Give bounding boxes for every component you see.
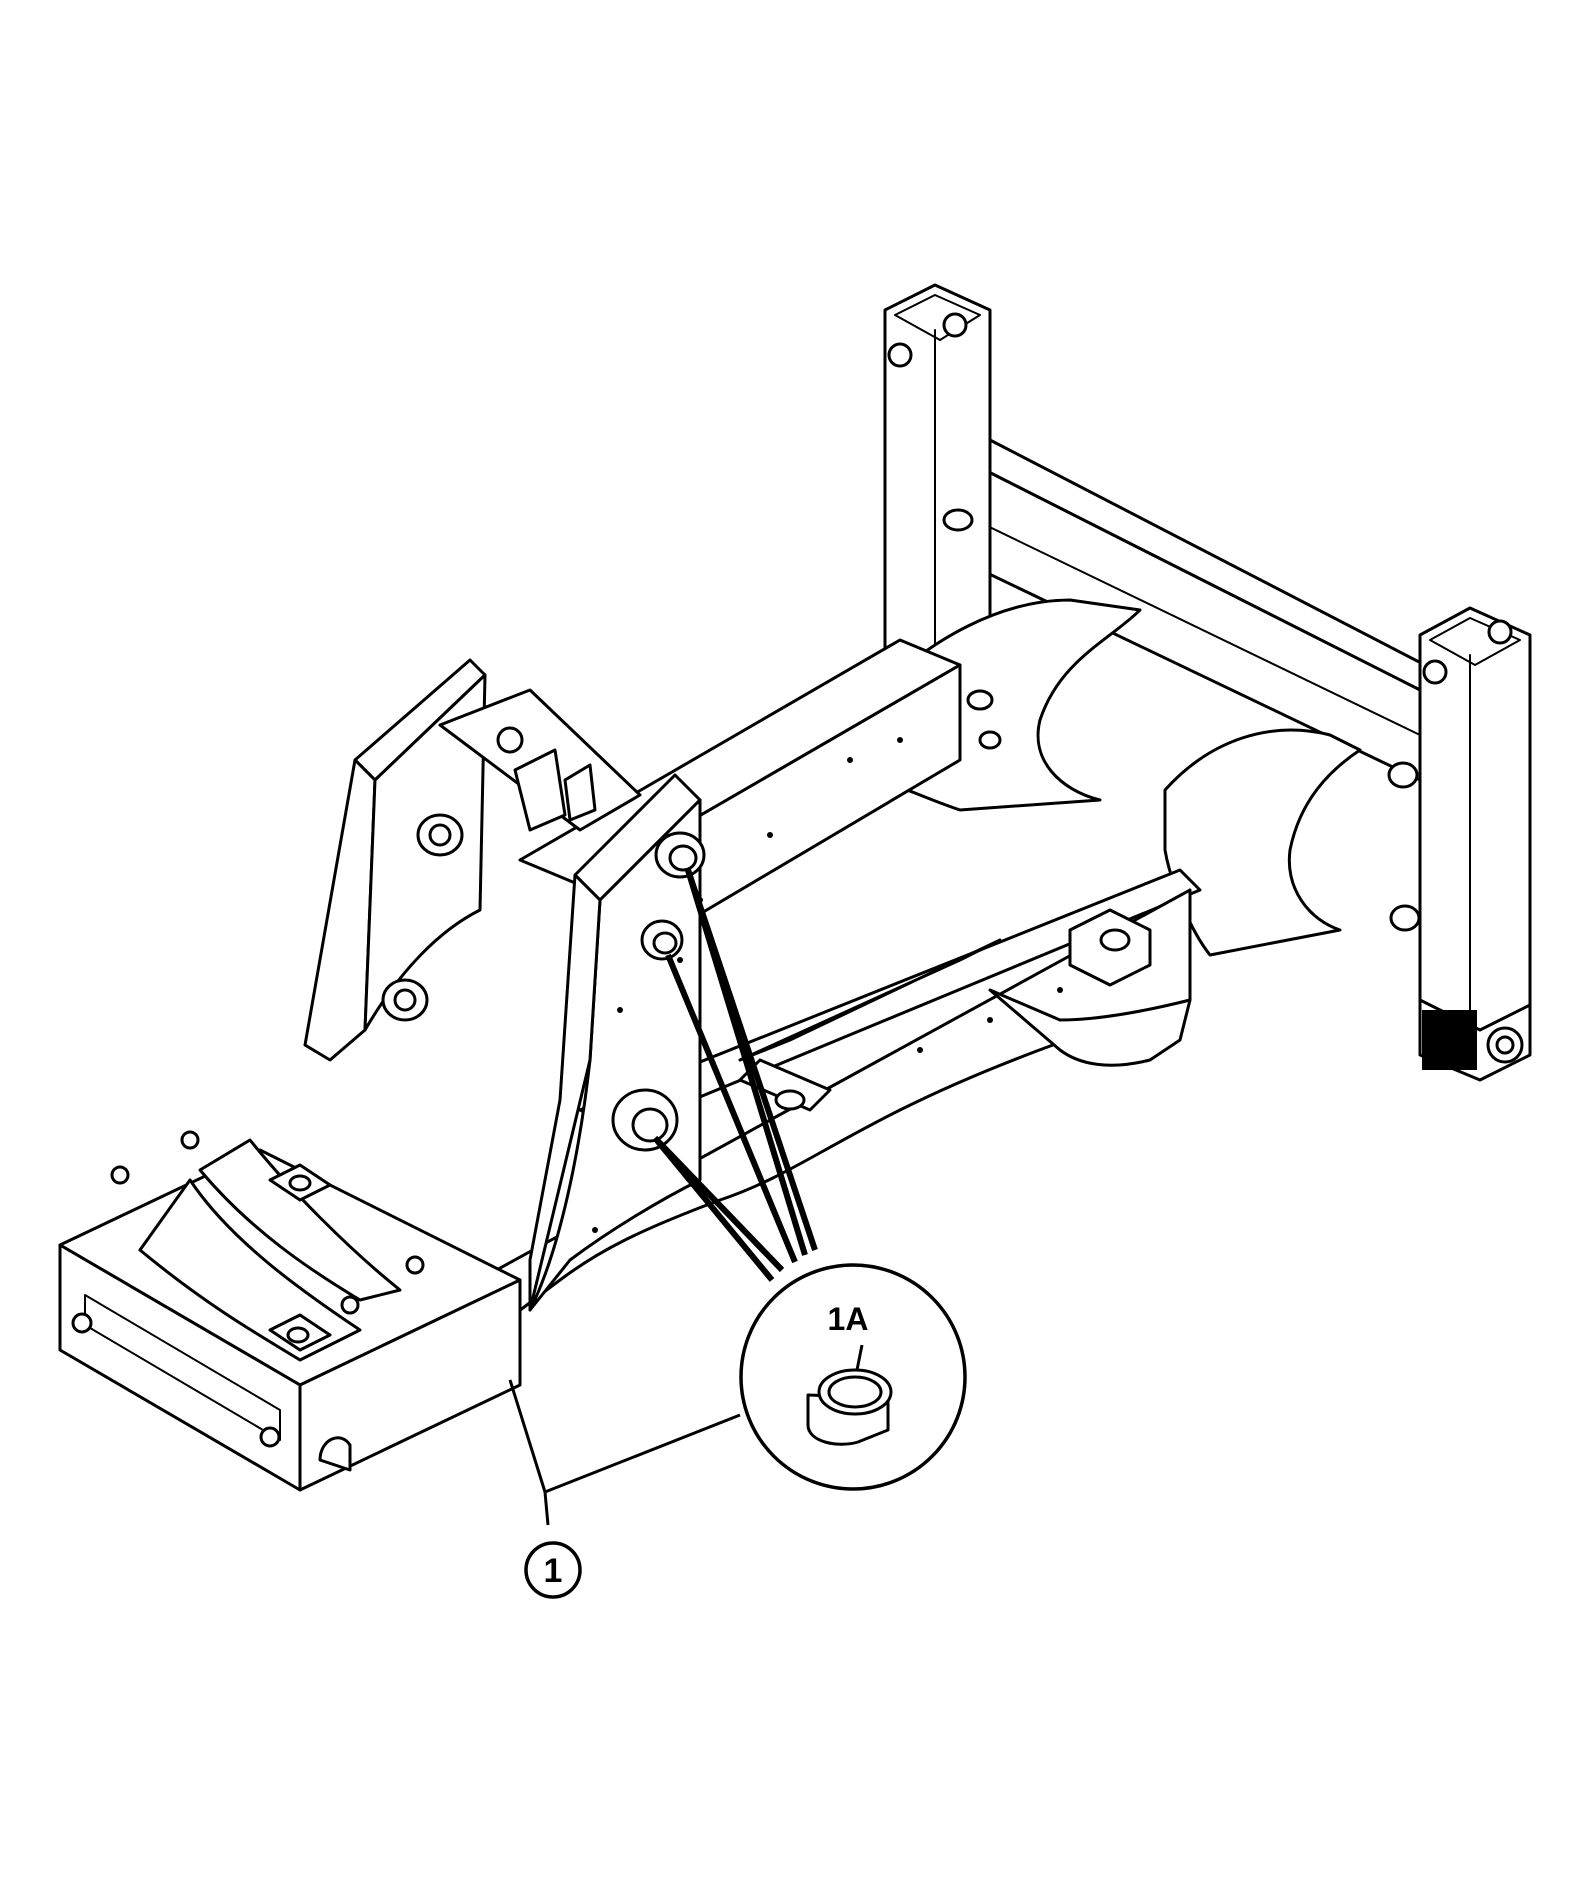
detail-label: 1A xyxy=(828,1301,869,1337)
callout-leaders xyxy=(508,869,818,1526)
main-part-callout: 1 xyxy=(524,1541,582,1599)
rear-upright-frame xyxy=(883,283,1532,1082)
front-loader-end xyxy=(58,658,642,1492)
main-part-label: 1 xyxy=(544,1552,563,1590)
boom-tower xyxy=(528,773,706,1312)
bushing-bore-middle xyxy=(640,919,684,961)
center-cross-member xyxy=(738,908,1192,1112)
bushing-bore-lower xyxy=(611,1088,679,1152)
bushing-bore-upper xyxy=(654,831,706,879)
detail-bushing-callout: 1A xyxy=(739,1263,967,1491)
bushing-icon xyxy=(806,1368,893,1446)
